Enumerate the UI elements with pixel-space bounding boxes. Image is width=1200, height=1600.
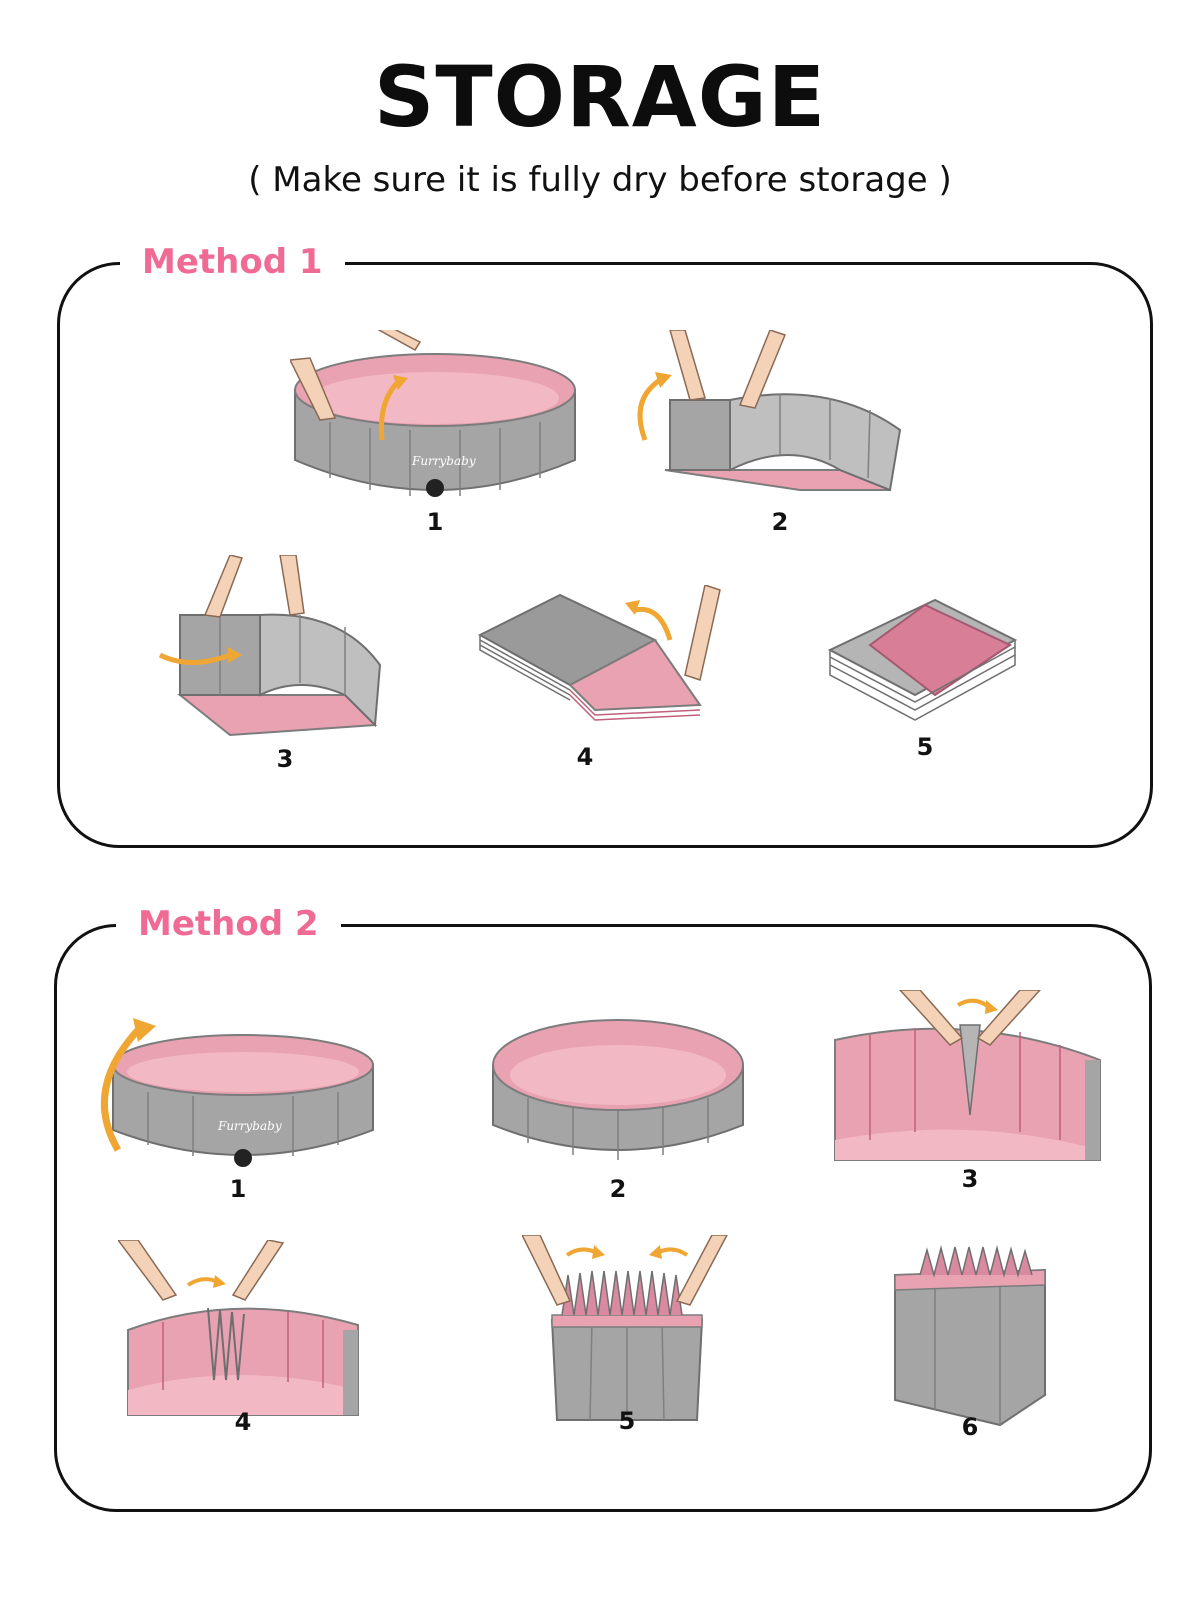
svg-text:Furrybaby: Furrybaby: [217, 1119, 282, 1133]
step-number: 2: [609, 1175, 627, 1203]
method-1-step-1-illustration: Furrybaby 1: [290, 330, 580, 536]
step-number: 5: [618, 1407, 636, 1435]
method-1-step-3-illustration: 3: [150, 555, 390, 773]
method-1-step-5-illustration: 5: [825, 595, 1025, 761]
step-number: 3: [961, 1165, 979, 1193]
method-2-label: Method 2: [116, 904, 341, 944]
method-2-step-5-illustration: 5: [522, 1235, 732, 1435]
step-number: 5: [916, 733, 934, 761]
method-1-step-4-illustration: 4: [475, 585, 735, 771]
method-2-step-1-illustration: Furrybaby 1: [88, 1010, 388, 1203]
method-1-step-2-illustration: 2: [630, 330, 910, 536]
page-subtitle: ( Make sure it is fully dry before stora…: [248, 160, 952, 200]
step-number: 1: [229, 1175, 247, 1203]
method-2-step-2-illustration: 2: [488, 1010, 748, 1203]
page-title: STORAGE: [373, 48, 827, 146]
method-1-label: Method 1: [120, 242, 345, 282]
method-2-step-6-illustration: 6: [885, 1245, 1060, 1441]
method-2-step-3-illustration: 3: [830, 990, 1105, 1193]
step-number: 4: [234, 1408, 252, 1436]
step-number: 2: [771, 508, 789, 536]
svg-text:Furrybaby: Furrybaby: [411, 454, 476, 468]
method-2-step-4-illustration: 4: [118, 1240, 368, 1436]
method-1-panel: [57, 262, 1153, 848]
step-number: 3: [276, 745, 294, 773]
step-number: 1: [426, 508, 444, 536]
step-number: 6: [961, 1413, 979, 1441]
step-number: 4: [576, 743, 594, 771]
